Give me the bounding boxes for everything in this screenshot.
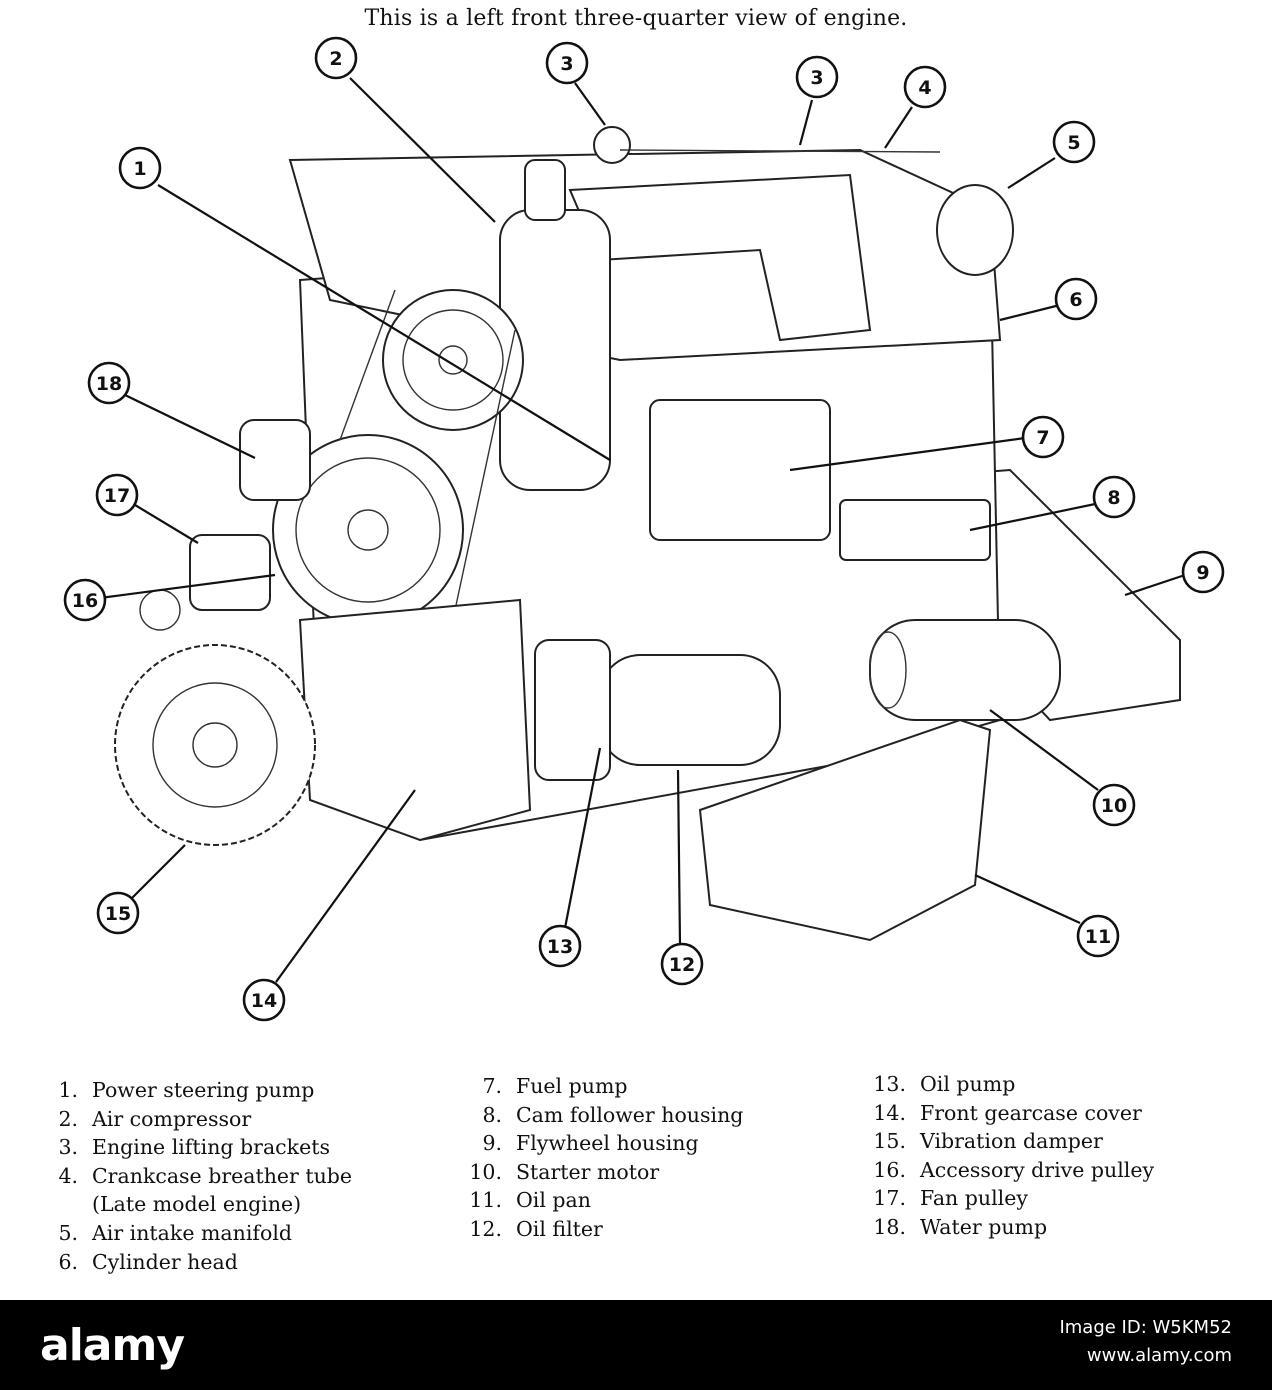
svg-text:12: 12 — [669, 954, 695, 976]
legend-item: 9.Flywheel housing — [482, 1131, 699, 1156]
site-url: www.alamy.com — [1086, 1345, 1232, 1366]
leader-lines — [99, 77, 1186, 983]
callout-6: 6 — [1054, 277, 1098, 321]
legend-item: 15.Vibration damper — [873, 1129, 1103, 1154]
svg-text:18: 18 — [96, 373, 122, 395]
engine-diagram: 1 2 3 3 4 5 6 7 8 9 10 11 12 13 14 15 16… — [63, 36, 1225, 1022]
legend-item: 5.Air intake manifold — [58, 1220, 292, 1245]
oil-pump-shape — [534, 639, 611, 781]
callout-12: 12 — [660, 942, 704, 986]
legend-item: 14.Front gearcase cover — [873, 1100, 1142, 1125]
svg-text:14: 14 — [251, 990, 277, 1012]
fan-pulley-shape — [189, 534, 271, 611]
callout-8: 8 — [1092, 475, 1136, 519]
svg-text:1: 1 — [133, 158, 146, 180]
legend-item: 2.Air compressor — [58, 1106, 252, 1131]
compressor-cap-shape — [524, 159, 566, 221]
svg-text:5: 5 — [1067, 132, 1080, 154]
gearcase-cover-shape — [298, 598, 532, 842]
svg-text:7: 7 — [1036, 427, 1049, 449]
callout-13: 13 — [538, 924, 582, 968]
breather-tube-shape — [619, 149, 941, 153]
callout-1: 1 — [118, 146, 162, 190]
oil-pan-shape — [698, 718, 992, 942]
callout-17: 17 — [95, 473, 139, 517]
engine-drawing — [114, 126, 1181, 942]
callout-3b: 3 — [795, 55, 839, 99]
callout-15: 15 — [96, 891, 140, 935]
svg-text:13: 13 — [547, 936, 573, 958]
starter-motor-shape — [869, 619, 1061, 721]
diagram-caption: This is a left front three-quarter view … — [364, 6, 908, 31]
legend-item: 7.Fuel pump — [482, 1074, 628, 1098]
svg-text:8: 8 — [1107, 487, 1120, 509]
callout-11: 11 — [1076, 914, 1120, 958]
legend-column-2: 7.Fuel pump 8.Cam follower housing 9.Fly… — [466, 1072, 743, 1244]
lifting-bracket-1-shape — [593, 126, 631, 164]
callout-3a: 3 — [545, 41, 589, 85]
legend-item: 17.Fan pulley — [873, 1186, 1028, 1211]
legend-item-continuation: (Late model engine) — [92, 1192, 302, 1217]
svg-text:15: 15 — [105, 903, 131, 925]
svg-text:2: 2 — [329, 48, 342, 70]
callout-9: 9 — [1181, 550, 1225, 594]
legend-item: 8.Cam follower housing — [482, 1102, 744, 1127]
legend-item: 18.Water pump — [873, 1214, 1048, 1239]
alamy-logo: alamy — [40, 1320, 185, 1371]
callout-16: 16 — [63, 578, 107, 622]
callouts: 1 2 3 3 4 5 6 7 8 9 10 11 12 13 14 15 16… — [63, 36, 1225, 1022]
svg-text:6: 6 — [1069, 289, 1082, 311]
svg-text:10: 10 — [1101, 795, 1127, 817]
callout-2: 2 — [314, 36, 358, 80]
legend-item: 11.Oil pan — [469, 1188, 591, 1213]
callout-18: 18 — [87, 361, 131, 405]
svg-text:3: 3 — [560, 53, 573, 75]
intake-port-shape — [936, 184, 1014, 276]
callout-4: 4 — [903, 65, 947, 109]
image-id-block: Image ID: W5KM52 www.alamy.com — [1059, 1314, 1232, 1370]
water-pump-shape — [239, 419, 311, 501]
legend-column-1: 1.Power steering pump 2.Air compressor 3… — [42, 1076, 352, 1276]
legend-item: 1.Power steering pump — [58, 1078, 315, 1102]
legend-item: 4.Crankcase breather tube — [58, 1163, 353, 1188]
oil-filter-shape — [599, 654, 781, 766]
callout-7: 7 — [1021, 415, 1065, 459]
legend-item: 12.Oil filter — [469, 1216, 603, 1241]
legend-item: 6.Cylinder head — [58, 1249, 238, 1274]
svg-text:4: 4 — [918, 77, 931, 99]
callout-14: 14 — [242, 978, 286, 1022]
svg-text:9: 9 — [1196, 562, 1209, 584]
legend-column-3: 13.Oil pump 14.Front gearcase cover 15.V… — [870, 1070, 1154, 1242]
svg-text:17: 17 — [104, 485, 130, 507]
vibration-damper-shape — [114, 644, 316, 846]
fuel-pump-shape — [649, 399, 831, 541]
svg-text:16: 16 — [72, 590, 98, 612]
legend-item: 13.Oil pump — [873, 1072, 1016, 1096]
callout-5: 5 — [1052, 120, 1096, 164]
svg-text:11: 11 — [1085, 926, 1111, 948]
svg-text:3: 3 — [810, 67, 823, 89]
image-id: Image ID: W5KM52 — [1059, 1317, 1232, 1338]
watermark-footer: alamy Image ID: W5KM52 www.alamy.com — [0, 1300, 1272, 1390]
legend-item: 16.Accessory drive pulley — [873, 1157, 1155, 1182]
legend-item: 10.Starter motor — [469, 1159, 660, 1184]
cam-follower-housing-shape — [839, 499, 991, 561]
power-steering-pulley-shape — [382, 289, 524, 431]
callout-10: 10 — [1092, 783, 1136, 827]
legend-item: 3.Engine lifting brackets — [58, 1135, 330, 1160]
